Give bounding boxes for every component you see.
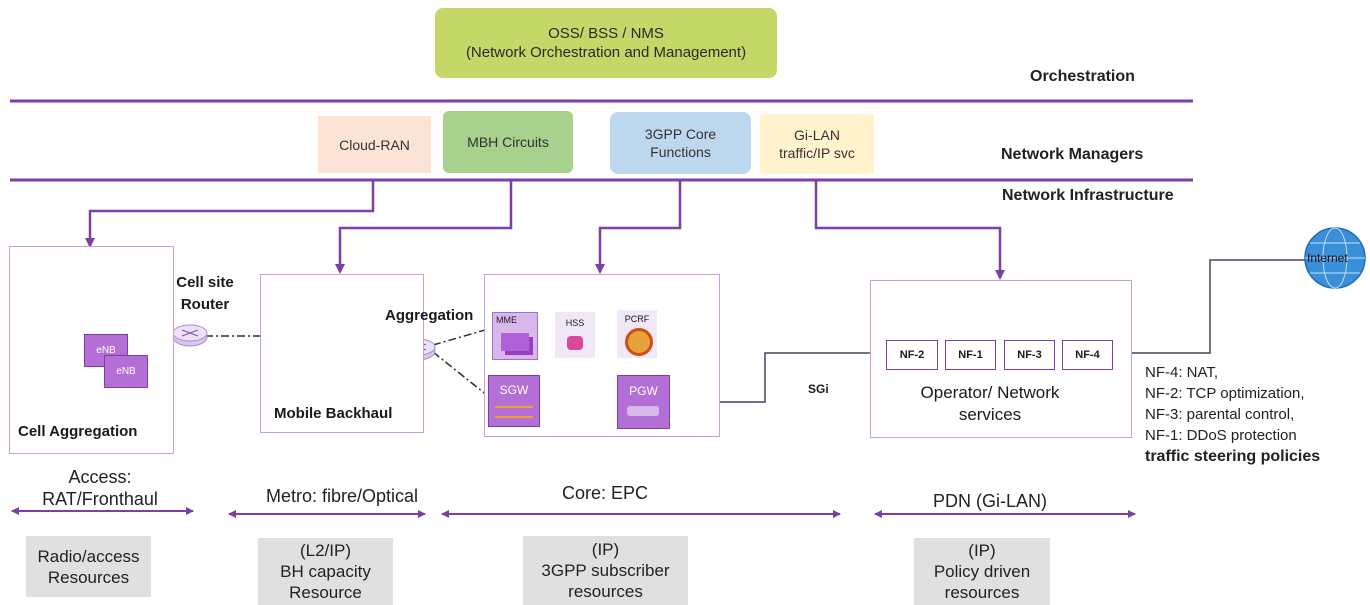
core-functions-line2: Functions [650,144,711,160]
pdn-segment-label: PDN (Gi-LAN) [932,491,1047,511]
core-functions-line1: 3GPP Core [644,126,717,142]
sgw-label: SGW [499,383,529,397]
network-infrastructure-label: Network Infrastructure [1002,187,1174,204]
gpp-line1: (IP) [591,540,620,559]
operator-line1: Operator/ Network [920,383,1060,402]
database-icon [567,336,583,350]
agg-sgw-link [432,351,489,397]
pcrf-node: PCRF [617,310,657,358]
gilan-line2: traffic/IP svc [779,145,855,161]
core-segment-label: Core: EPC [561,483,649,503]
policy-driven-resources-box: (IP) Policy driven resources [914,538,1050,605]
nf-3-label: NF-3 [1017,349,1042,361]
policy-line3: resources [944,583,1020,602]
nf-2-label: NF-2 [899,349,925,361]
cell-site-router-label: Cell site Router [172,272,238,316]
gpp-line2: 3GPP subscriber [541,561,670,580]
oss-title: OSS/ BSS / NMS [548,25,664,42]
nf-2-box: NF-2 [886,340,938,370]
access-segment-label: Access: RAT/Fronthaul [20,466,180,510]
cell-site-router-line2: Router [180,296,230,313]
nf-legend-nat: NF-4: NAT, [1145,364,1219,381]
internet-label: Internet [1307,251,1348,265]
cell-site-router-line1: Cell site [176,274,234,291]
oss-subtitle: (Network Orchestration and Management) [465,44,747,61]
mobile-backhaul-label: Mobile Backhaul [274,405,393,422]
nf4-internet-link [1112,259,1305,354]
sgw-node: SGW [488,375,540,427]
pcrf-icon [625,328,653,356]
gpp-line3: resources [568,582,643,601]
bh-line1: (L2/IP) [299,541,351,560]
access-line2: RAT/Fronthaul [42,489,158,509]
gilan-line1: Gi-LAN [794,127,840,143]
radio-access-resources-box: Radio/access Resources [26,536,151,597]
bh-line3: Resource [289,583,362,602]
operator-line2: services [958,405,1022,424]
nf-4-box: NF-4 [1062,340,1113,370]
pcrf-label: PCRF [624,314,650,324]
hss-label: HSS [565,318,585,328]
nf-4-label: NF-4 [1075,349,1100,361]
radio-line2: Resources [47,567,130,587]
internet-globe-icon [1304,227,1366,289]
nf-legend-tcp: NF-2: TCP optimization, [1145,385,1305,402]
bh-line2: BH capacity [280,562,371,581]
core-functions-manager: 3GPP Core Functions [610,112,751,174]
nf-legend-steering: traffic steering policies [1145,448,1321,465]
cell-site-router-icon [172,324,208,347]
policy-line2: Policy driven [933,562,1031,581]
mbh-circuits-label: MBH Circuits [467,134,549,150]
orchestration-label: Orchestration [1030,68,1135,85]
nf-1-box: NF-1 [945,340,996,370]
enb-2-label: eNB [116,366,136,377]
sgi-label: SGi [808,382,829,396]
hss-node: HSS [555,312,595,358]
enb-1-label: eNB [96,345,116,356]
gilan-arrow [814,180,1005,280]
pgw-icon [627,406,659,416]
cloud-ran-manager: Cloud-RAN [318,116,431,173]
nf-legend: NF-4: NAT, NF-2: TCP optimization, NF-3:… [1145,362,1320,467]
operator-network-services-label: Operator/ Network services [905,382,1075,426]
radio-line1: Radio/access [37,546,140,566]
bh-capacity-resource-box: (L2/IP) BH capacity Resource [258,538,393,605]
cell-aggregation-label: Cell Aggregation [18,423,138,440]
pgw-label: PGW [629,384,658,398]
nf-legend-parental: NF-3: parental control, [1145,406,1295,423]
mme-label: MME [496,315,517,325]
mbh-circuits-manager: MBH Circuits [443,111,573,173]
agg-mme-link [432,327,493,346]
mme-node: MME [492,312,538,360]
gilan-manager: Gi-LAN traffic/IP svc [760,114,874,174]
mbh-arrow [335,180,513,274]
cloud-ran-arrow [85,180,375,248]
enb-2: eNB [104,355,148,388]
core-arrow [595,180,682,274]
3gpp-subscriber-resources-box: (IP) 3GPP subscriber resources [523,536,688,605]
cloud-ran-label: Cloud-RAN [339,136,410,153]
policy-line1: (IP) [968,541,996,560]
nf-1-label: NF-1 [958,349,983,361]
mme-icon [501,333,529,351]
nf-legend-ddos: NF-1: DDoS protection [1145,427,1297,444]
oss-bss-nms-box: OSS/ BSS / NMS (Network Orchestration an… [435,8,777,78]
metro-segment-label: Metro: fibre/Optical [265,486,419,506]
network-managers-label: Network Managers [1001,146,1144,163]
sgw-arrows-icon [495,406,533,418]
nf-3-box: NF-3 [1004,340,1055,370]
pgw-node: PGW [617,375,670,429]
access-line1: Access: [68,467,132,487]
aggregation-label: Aggregation [385,307,474,324]
mobile-backhaul-domain [260,274,424,433]
